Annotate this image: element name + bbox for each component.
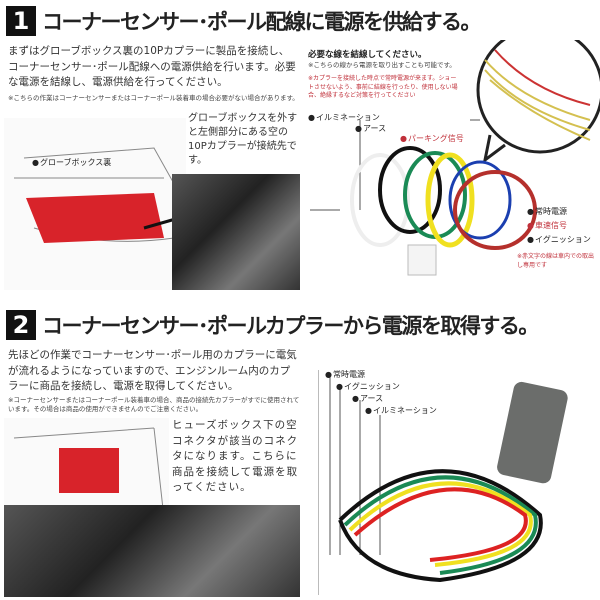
divider	[318, 370, 319, 595]
section1-header: 1 コーナーセンサー･ポール配線に電源を供給する。	[6, 5, 482, 37]
section2-callout: ヒューズボックス下の空コネクタが該当のコネクタになります。こちらに商品を接続して…	[172, 419, 299, 493]
right-warning: ※カプラーを接続した時点で常時電源が来ます。ショートさせないよう、事前に結線を行…	[308, 75, 458, 99]
label2-ignition: イグニッション	[336, 381, 400, 392]
section2-note: ※コーナーセンサーまたはコーナーポール装着車の場合、商品の接続先カプラーがすでに…	[8, 396, 300, 413]
red-note: ※赤文字の線は車内での取出し専用です	[517, 253, 595, 269]
label-earth: アース	[355, 123, 386, 134]
label-illumination: イルミネーション	[308, 112, 380, 123]
label2-constant: 常時電源	[325, 369, 365, 380]
label-ignition: イグニッション	[527, 234, 591, 245]
zoom-bubble	[476, 40, 600, 154]
section2-number: 2	[6, 310, 36, 340]
label-parking: パーキング信号	[400, 133, 464, 144]
glovebox-illustration	[4, 118, 186, 291]
label2-illumination: イルミネーション	[365, 405, 437, 416]
wire-harness-illustration	[310, 40, 600, 276]
right-note: ※こちらの線から電源を取り出すことも可能です。	[308, 61, 456, 69]
dashboard-sketch	[14, 147, 183, 291]
right-heading: 必要な線を結線してください。	[308, 50, 427, 60]
connector-photo	[172, 174, 300, 290]
harness-2-illustration	[329, 375, 568, 583]
section1-number: 1	[6, 6, 36, 36]
section1-note: ※こちらの作業はコーナーセンサーまたはコーナーポール装着車の場合必要がない場合が…	[8, 94, 299, 102]
connector	[497, 381, 568, 484]
section1-intro: まずはグローブボックス裏の10Pカプラーに製品を接続し、コーナーセンサー･ポール…	[8, 45, 296, 88]
section2-title: コーナーセンサー･ポールカプラーから電源を取得する。	[42, 314, 539, 338]
section1-callout: グローブボックスを外すと左側部分にある空の10Pカプラーが接続先です。	[188, 113, 298, 166]
glovebox-label: グローブボックス裏	[32, 157, 111, 168]
section2-intro: 先ほどの作業でコーナーセンサー･ポール用のカプラーに電気が流れるようになっていま…	[8, 349, 297, 392]
section1-title: コーナーセンサー･ポール配線に電源を供給する。	[42, 10, 482, 34]
section2-header: 2 コーナーセンサー･ポールカプラーから電源を取得する。	[6, 309, 539, 341]
label2-earth: アース	[352, 393, 383, 404]
engine-room-photo	[4, 505, 300, 597]
label-speed: 車速信号	[527, 220, 567, 231]
10p-coupler	[407, 244, 437, 276]
label-constant: 常時電源	[527, 206, 567, 217]
